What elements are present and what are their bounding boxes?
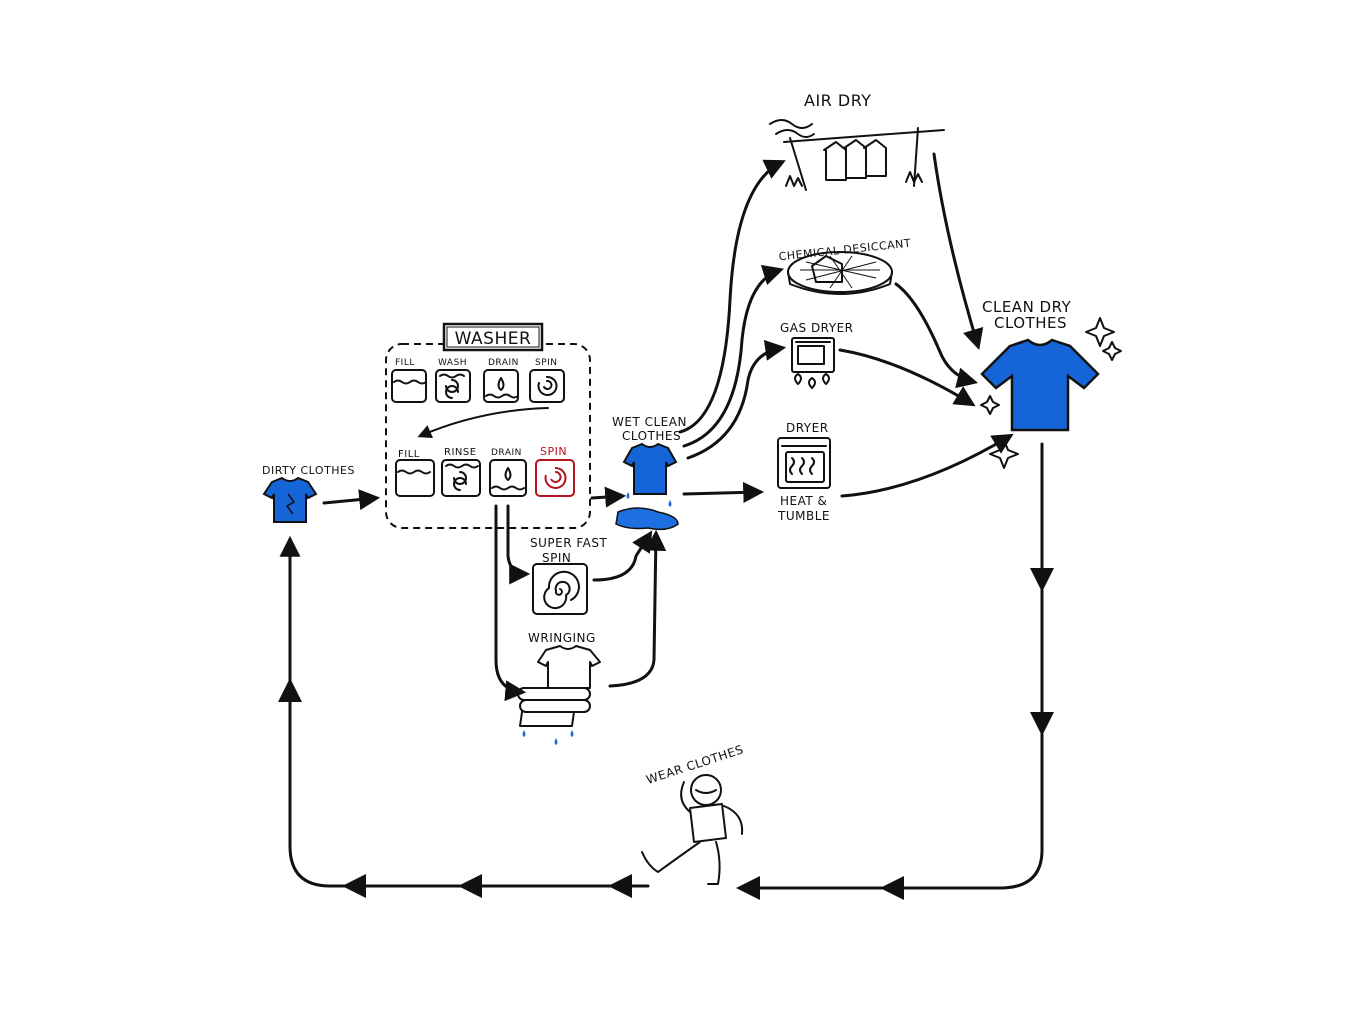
gas-dryer-label: GAS DRYER <box>780 321 854 335</box>
drain-label-2: DRAIN <box>491 448 522 458</box>
drain-label-1: DRAIN <box>488 358 519 368</box>
wet-shirt-icon <box>622 442 678 495</box>
fill-icon-1 <box>391 369 427 403</box>
heat-tumble-label-2: TUMBLE <box>777 509 830 523</box>
wash-icon <box>435 369 471 403</box>
washer-group: WASHER FILL WASH DRAIN SPIN FILL RINS <box>385 322 591 529</box>
wash-label: WASH <box>438 358 467 368</box>
spiral-icon <box>532 563 588 615</box>
super-fast-label-2: SPIN <box>542 551 571 565</box>
heat-tumble-label-1: HEAT & <box>780 494 827 508</box>
spin-icon-1 <box>529 369 565 403</box>
washer-title: WASHER <box>455 329 532 349</box>
spin-label-2: SPIN <box>540 445 567 458</box>
wringer-icon <box>517 645 601 745</box>
fill-label-1: FILL <box>395 358 415 368</box>
spin-icon-2 <box>535 459 575 497</box>
wringing-label: WRINGING <box>528 631 596 645</box>
rinse-icon <box>441 459 481 497</box>
water-puddle-icon <box>615 492 679 531</box>
drain-icon-1 <box>483 369 519 403</box>
dryer-icon <box>777 437 831 489</box>
desiccant-icon <box>787 251 893 295</box>
drain-icon-2 <box>489 459 527 497</box>
fill-icon-2 <box>395 459 435 497</box>
dirty-shirt-icon <box>262 476 318 523</box>
rinse-label: RINSE <box>444 447 477 458</box>
clean-dry-label-2: CLOTHES <box>994 314 1067 332</box>
sparkle-icon <box>980 317 1122 469</box>
wet-clean-label-1: WET CLEAN <box>612 415 687 429</box>
fill-label-2: FILL <box>398 449 420 460</box>
air-dry-label: AIR DRY <box>804 91 872 110</box>
super-fast-label-1: SUPER FAST <box>530 536 607 550</box>
clothesline-icon <box>769 119 945 191</box>
dryer-label: DRYER <box>786 421 829 435</box>
person-icon <box>641 774 744 885</box>
clean-shirt-icon <box>980 338 1100 432</box>
clean-dry-label-1: CLEAN DRY <box>982 298 1072 316</box>
wet-clean-label-2: CLOTHES <box>622 429 681 443</box>
dirty-clothes-label: DIRTY CLOTHES <box>262 464 355 477</box>
gas-dryer-icon <box>791 337 835 389</box>
spin-label-1: SPIN <box>535 358 558 368</box>
